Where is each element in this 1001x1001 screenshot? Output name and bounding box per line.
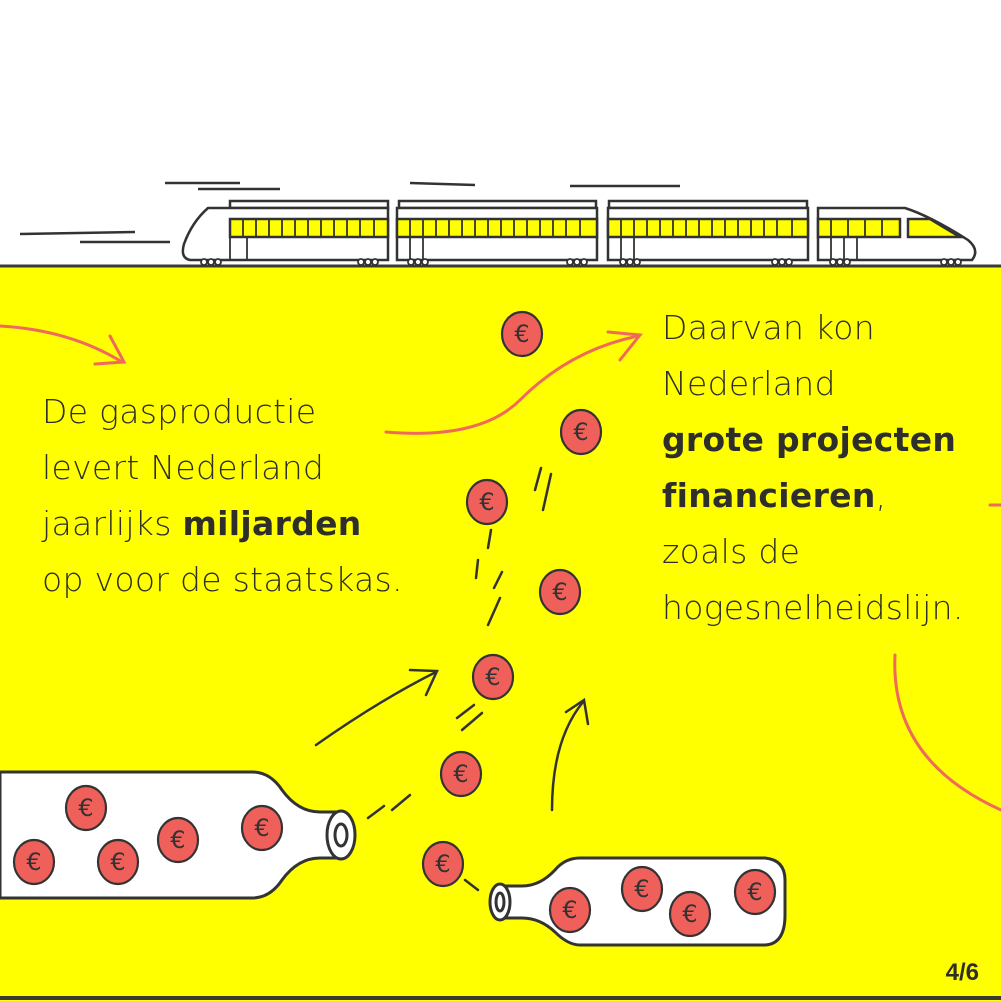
- euro-symbol: €: [485, 663, 500, 691]
- euro-coin-icon: [240, 804, 284, 852]
- euro-coin-icon: [421, 840, 465, 888]
- caption-text: jaarlijks: [42, 504, 183, 543]
- euro-coin-icon: [559, 408, 603, 456]
- euro-symbol: €: [634, 875, 649, 903]
- euro-symbol: €: [78, 794, 93, 822]
- euro-coin-icon: [538, 568, 582, 616]
- caption-line: jaarlijks miljarden: [42, 496, 403, 552]
- euro-coin-icon: [733, 868, 777, 916]
- red-arrows: [0, 324, 1001, 812]
- euro-symbol: €: [110, 848, 125, 876]
- euro-symbol: €: [562, 896, 577, 924]
- euro-coin-icon: [471, 653, 515, 701]
- train: [181, 199, 977, 266]
- euro-symbol: €: [26, 848, 41, 876]
- caption-line: levert Nederland: [42, 448, 325, 487]
- euro-symbol: €: [479, 488, 494, 516]
- euro-coin-icon: [12, 838, 56, 886]
- euro-symbol: €: [747, 878, 762, 906]
- speed-lines: [19, 181, 680, 244]
- right-caption: Daarvan kon Nederland grote projecten fi…: [662, 300, 964, 636]
- left-caption: De gasproductie levert Nederland jaarlij…: [42, 384, 403, 608]
- caption-line: Daarvan kon: [662, 308, 875, 347]
- caption-line: financieren,: [662, 468, 964, 524]
- euro-coin-icon: [548, 886, 592, 934]
- caption-line: zoals de: [662, 532, 801, 571]
- euro-symbol: €: [682, 900, 697, 928]
- euro-symbol: €: [435, 850, 450, 878]
- coin-symbols: € € € € € € € € € € € € € € € €: [26, 320, 762, 928]
- caption-bold: financieren: [662, 476, 876, 515]
- caption-text: ,: [875, 476, 887, 515]
- euro-symbol: €: [453, 760, 468, 788]
- euro-coin-icon: [64, 784, 108, 832]
- caption-line: grote projecten: [662, 412, 964, 468]
- euro-symbol: €: [552, 578, 567, 606]
- caption-line: De gasproductie: [42, 392, 317, 431]
- euro-symbol: €: [254, 814, 269, 842]
- euro-coin-icon: [465, 478, 509, 526]
- coins: [12, 310, 777, 938]
- euro-coin-icon: [620, 865, 664, 913]
- euro-symbol: €: [514, 320, 529, 348]
- caption-line: Nederland: [662, 364, 836, 403]
- euro-symbol: €: [573, 418, 588, 446]
- euro-coin-icon: [439, 750, 483, 798]
- caption-line: op voor de staatskas.: [42, 560, 403, 599]
- page-indicator: 4/6: [945, 959, 979, 986]
- euro-coin-icon: [500, 310, 544, 358]
- caption-bold: miljarden: [182, 504, 362, 543]
- euro-coin-icon: [156, 816, 200, 864]
- caption-bold: grote projecten: [662, 420, 957, 459]
- euro-coin-icon: [668, 890, 712, 938]
- caption-line: hogesnelheidslijn.: [662, 588, 964, 627]
- euro-coin-icon: [96, 838, 140, 886]
- euro-symbol: €: [170, 826, 185, 854]
